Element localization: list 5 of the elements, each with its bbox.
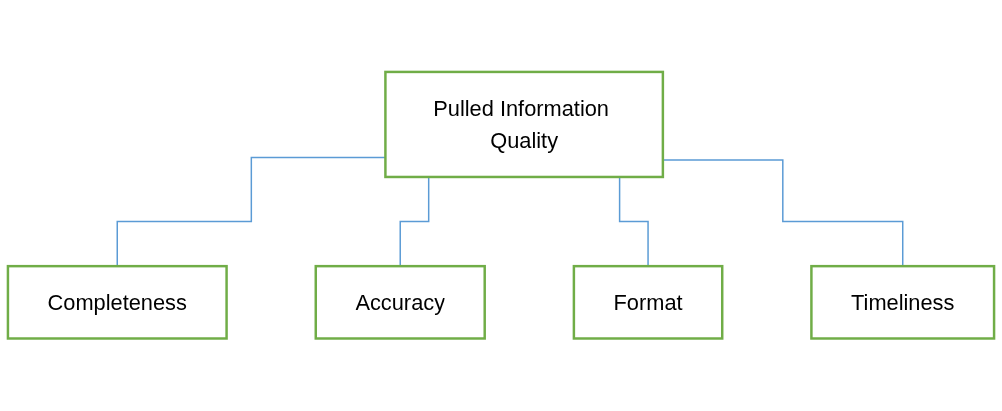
node-box: Format: [572, 265, 724, 340]
node-box: Completeness: [6, 265, 228, 340]
node-box: Timeliness: [810, 265, 996, 340]
node-box: Accuracy: [314, 265, 486, 340]
node-box: Pulled Information Quality: [384, 70, 665, 179]
